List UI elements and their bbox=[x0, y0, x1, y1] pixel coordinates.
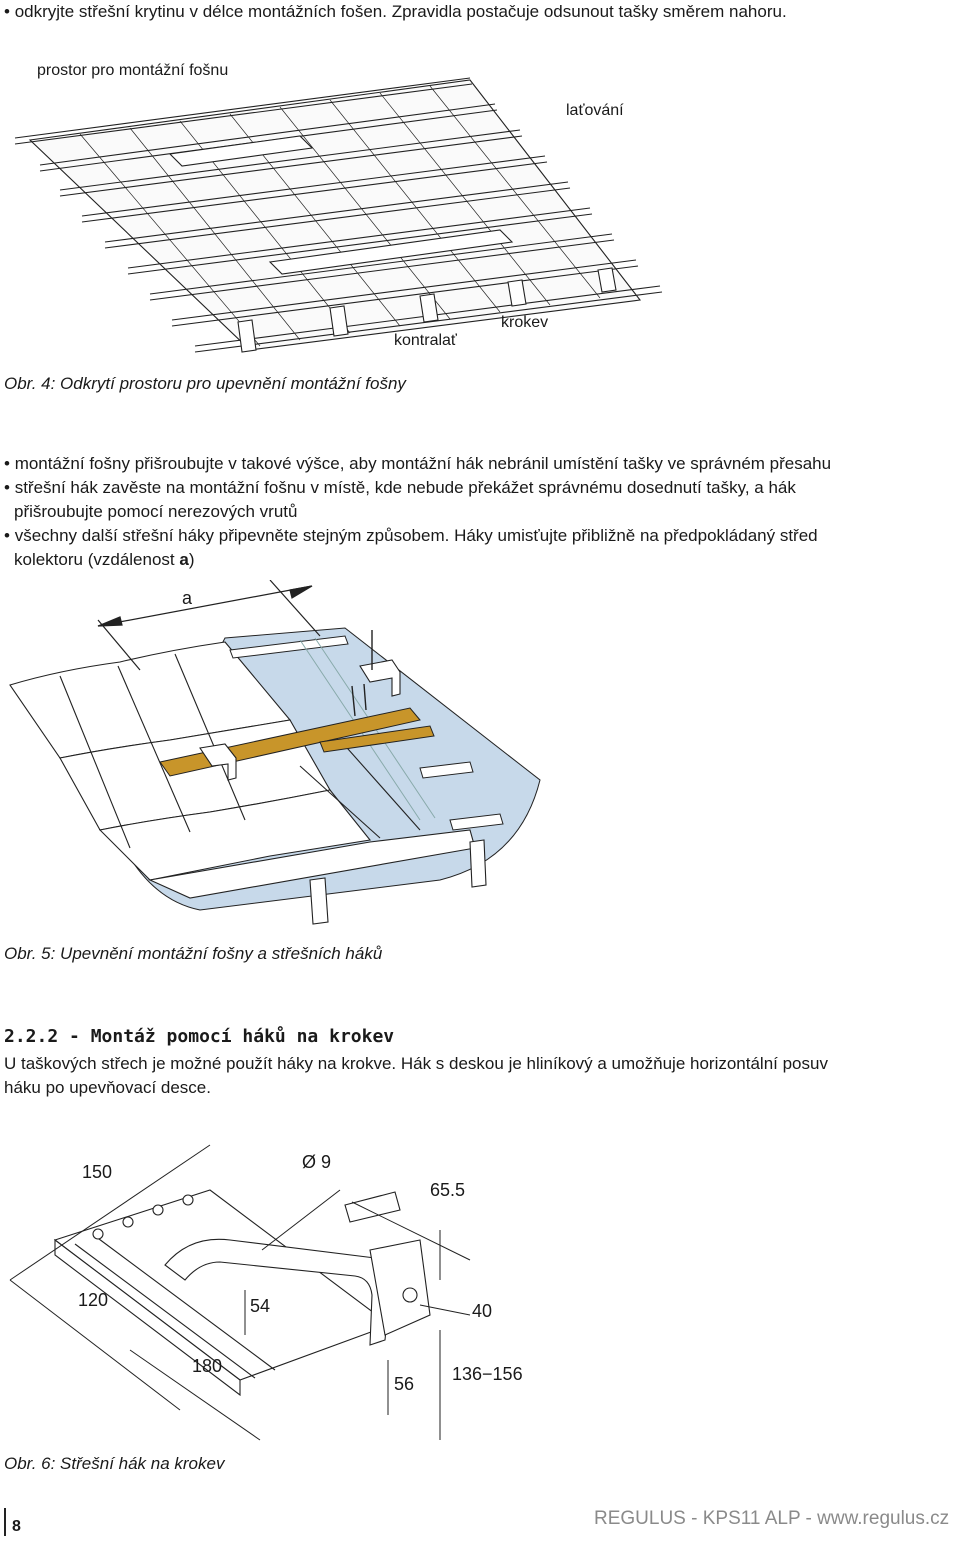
dimension-diameter-9: Ø 9 bbox=[302, 1152, 332, 1172]
dimension-56: 56 bbox=[394, 1374, 415, 1394]
dimension-40: 40 bbox=[472, 1301, 493, 1321]
intro-bullet-text: odkryjte střešní krytinu v délce montážn… bbox=[14, 2, 787, 21]
dimension-54: 54 bbox=[250, 1296, 271, 1316]
section-heading: 2.2.2 - Montáž pomocí háků na krokev bbox=[4, 1026, 395, 1047]
dimension-a-label: a bbox=[182, 588, 193, 608]
list-item: • všechny další střešní háky připevněte … bbox=[4, 526, 818, 545]
figure-5-caption: Obr. 5: Upevnění montážní fošny a střešn… bbox=[4, 944, 383, 963]
page-number: 8 bbox=[12, 1518, 21, 1535]
instruction-list: • montážní fošny přišroubujte v takové v… bbox=[4, 452, 954, 572]
paragraph-line: U taškových střech je možné použít háky … bbox=[4, 1054, 828, 1073]
rafter-hook-drawing bbox=[9, 1144, 471, 1441]
list-item-continuation: kolektoru (vzdálenost a) bbox=[14, 550, 195, 569]
label-rafter: krokev bbox=[501, 314, 549, 331]
intro-bullet: • odkryjte střešní krytinu v délce montá… bbox=[4, 2, 787, 21]
list-item: • montážní fošny přišroubujte v takové v… bbox=[4, 454, 832, 473]
figure-4-caption: Obr. 4: Odkrytí prostoru pro upevnění mo… bbox=[4, 374, 406, 393]
dimension-120: 120 bbox=[78, 1290, 109, 1310]
footer-brand: REGULUS - KPS11 ALP - www.regulus.cz bbox=[594, 1508, 950, 1529]
figure-6-caption: Obr. 6: Střešní hák na krokev bbox=[4, 1454, 225, 1473]
dimension-136-156: 136−156 bbox=[452, 1364, 523, 1384]
label-battens: laťování bbox=[566, 102, 624, 119]
list-item-continuation: přišroubujte pomocí nerezových vrutů bbox=[14, 502, 298, 521]
page-number-rule bbox=[4, 1508, 6, 1536]
label-counter-batten: kontralať bbox=[394, 332, 457, 349]
dimension-150: 150 bbox=[82, 1162, 113, 1182]
dimension-65-5: 65.5 bbox=[430, 1180, 466, 1200]
paragraph-line: háku po upevňovací desce. bbox=[4, 1078, 211, 1097]
roof-battens-drawing bbox=[14, 77, 663, 353]
dimension-180: 180 bbox=[192, 1356, 223, 1376]
board-and-hooks-drawing bbox=[9, 580, 541, 925]
section-paragraph: U taškových střech je možné použít háky … bbox=[4, 1052, 828, 1100]
list-item: • střešní hák zavěste na montážní fošnu … bbox=[4, 478, 796, 497]
label-mounting-space: prostor pro montážní fošnu bbox=[37, 62, 229, 79]
